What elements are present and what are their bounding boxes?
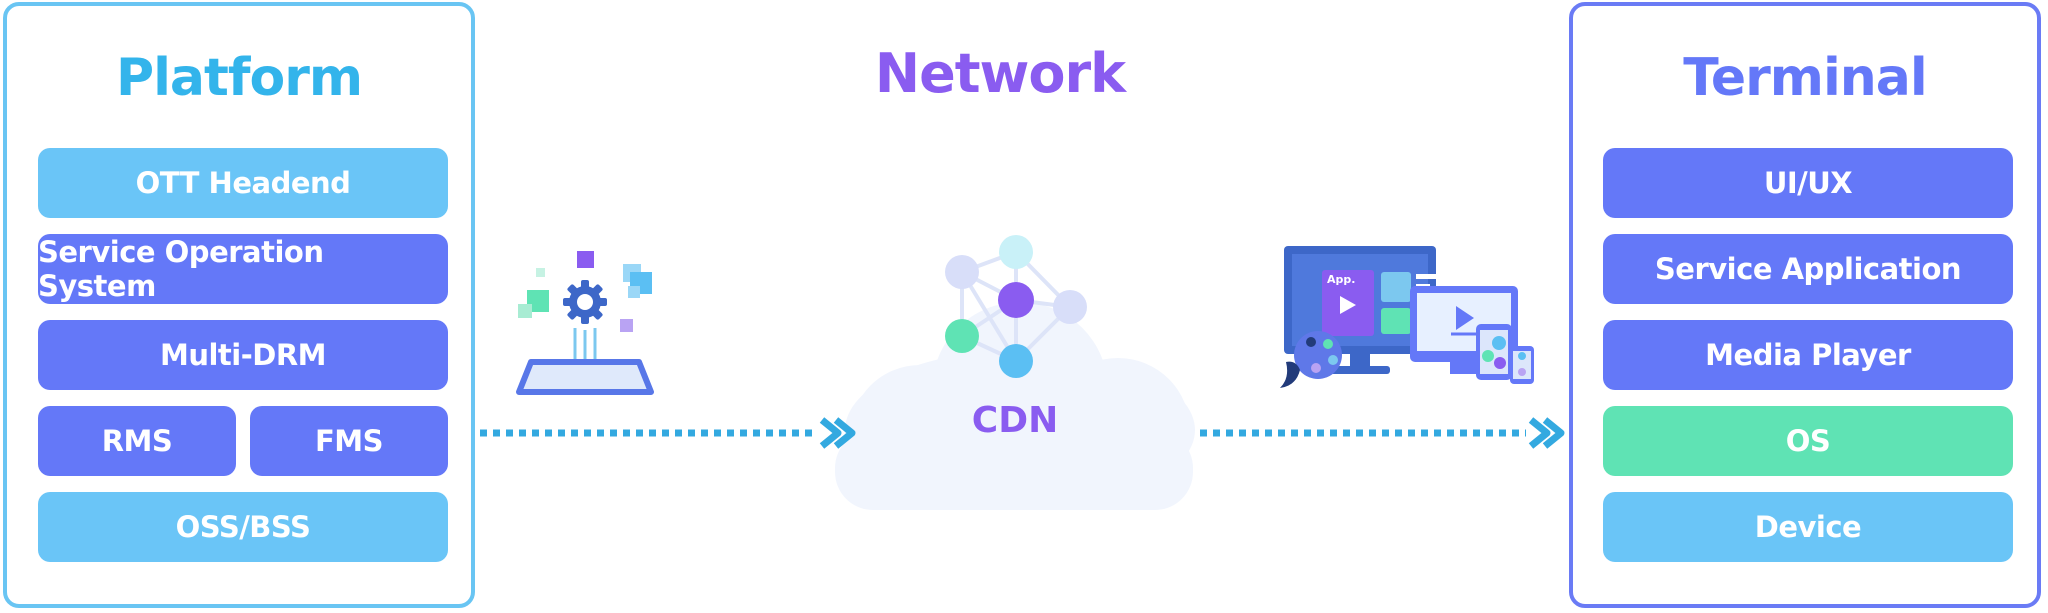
cdn-cloud-network-icon xyxy=(835,235,1195,510)
cdn-node-center xyxy=(998,282,1034,318)
platform-box-service-operation-system: Service Operation System xyxy=(38,234,448,304)
cdn-node-top xyxy=(999,235,1033,269)
terminal-box-device: Device xyxy=(1603,492,2013,562)
terminal-box-media-player: Media Player xyxy=(1603,320,2013,390)
screen-badge: App. xyxy=(1327,273,1355,286)
cdn-node-green xyxy=(945,319,979,353)
multi-device-icon: App. xyxy=(1280,246,1534,388)
terminal-panel: Terminal UI/UX Service Application Media… xyxy=(1569,2,2041,608)
platform-box-oss-bss: OSS/BSS xyxy=(38,492,448,562)
cdn-label: CDN xyxy=(971,400,1059,441)
cdn-node-blue xyxy=(999,344,1033,378)
terminal-title: Terminal xyxy=(1683,48,1927,108)
terminal-box-ui-ux: UI/UX xyxy=(1603,148,2013,218)
upload-gear-icon xyxy=(516,251,654,395)
network-to-terminal-arrow xyxy=(1200,417,1565,449)
platform-box-ott-headend: OTT Headend xyxy=(38,148,448,218)
network-title: Network xyxy=(874,42,1126,105)
cdn-node-right xyxy=(1053,290,1087,324)
platform-box-fms: FMS xyxy=(250,406,448,476)
platform-box-multi-drm: Multi-DRM xyxy=(38,320,448,390)
terminal-box-os: OS xyxy=(1603,406,2013,476)
terminal-box-service-application: Service Application xyxy=(1603,234,2013,304)
platform-to-network-arrow xyxy=(480,417,856,449)
cdn-node-left xyxy=(945,255,979,289)
platform-title: Platform xyxy=(115,48,363,108)
platform-panel: Platform OTT Headend Service Operation S… xyxy=(3,2,475,608)
platform-box-rms: RMS xyxy=(38,406,236,476)
